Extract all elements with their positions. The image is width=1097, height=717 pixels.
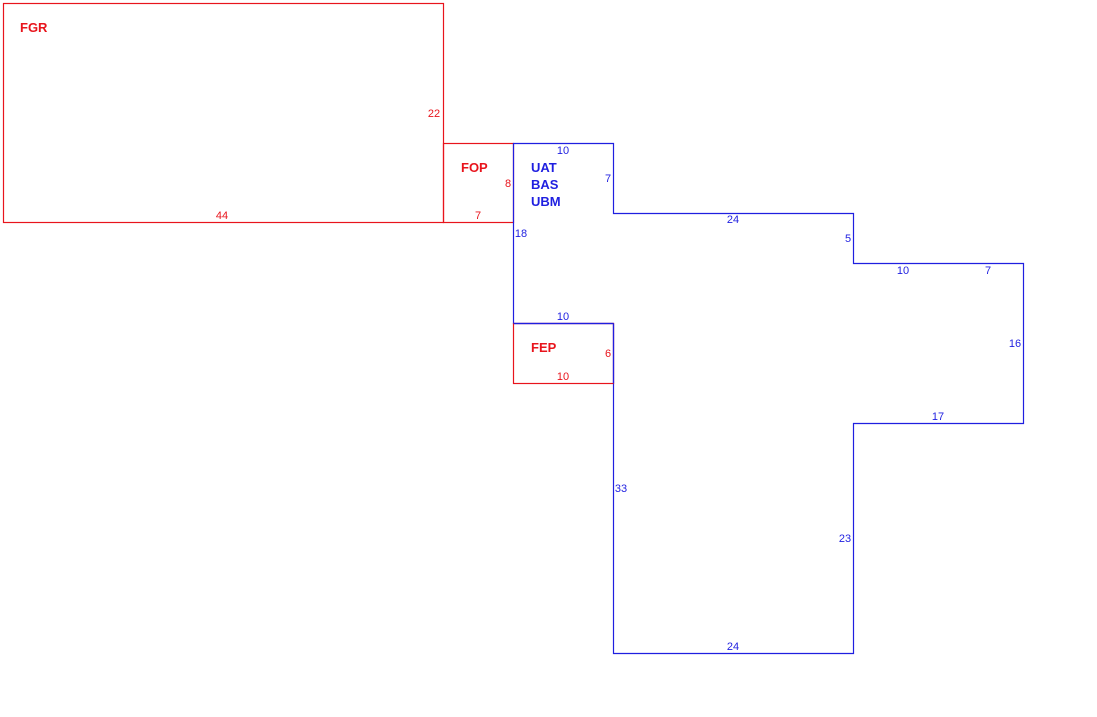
area-fgr-label: FGR	[20, 20, 48, 35]
dimension-label: 6	[605, 348, 611, 360]
area-main-label-ubm: UBM	[531, 194, 561, 209]
area-fep[interactable]: FEP 6 10	[512, 322, 615, 385]
area-main-label-uat: UAT	[531, 160, 557, 175]
area-fep-label: FEP	[531, 340, 557, 355]
dimension-label: 10	[557, 145, 569, 157]
dimension-label: 16	[1009, 338, 1021, 350]
dimension-label: 44	[216, 210, 228, 222]
dimension-label: 10	[557, 371, 569, 383]
area-fgr[interactable]: FGR 22 44	[2, 2, 445, 224]
area-fop-label: FOP	[461, 160, 488, 175]
dimension-label: 17	[932, 411, 944, 423]
area-main[interactable]: UAT BAS UBM 10 7 24 5 10 7 16 17 23 24 3…	[512, 142, 1025, 655]
dimension-label: 23	[839, 533, 851, 545]
area-fop[interactable]: FOP 8 7	[442, 142, 515, 224]
dimension-label: 33	[615, 483, 627, 495]
area-fgr-outline[interactable]	[2, 2, 445, 224]
dimension-label: 24	[727, 641, 739, 653]
dimension-label: 8	[505, 178, 511, 190]
dimension-label: 7	[605, 173, 611, 185]
dimension-label: 7	[985, 265, 991, 277]
dimension-label: 7	[475, 210, 481, 222]
dimension-label: 5	[845, 233, 851, 245]
dimension-label: 22	[428, 108, 440, 120]
dimension-label: 10	[897, 265, 909, 277]
dimension-label: 10	[557, 311, 569, 323]
area-main-label-bas: BAS	[531, 177, 559, 192]
dimension-label: 24	[727, 214, 739, 226]
area-main-outline[interactable]	[512, 142, 1025, 655]
dimension-label: 18	[515, 228, 527, 240]
